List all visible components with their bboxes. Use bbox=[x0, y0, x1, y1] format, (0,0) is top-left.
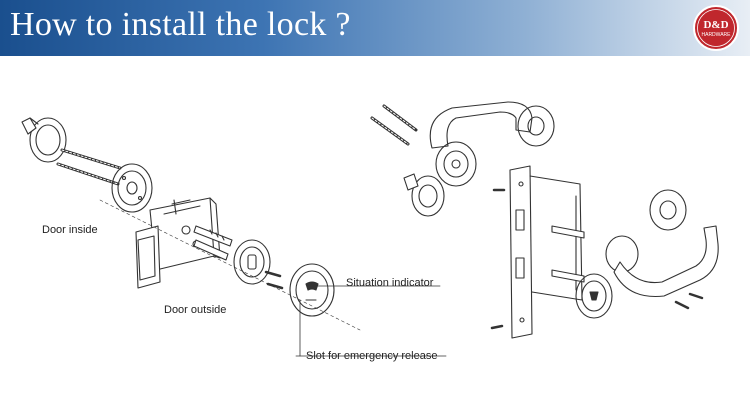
thumbturn-right bbox=[403, 173, 445, 217]
spindle-pins-left bbox=[193, 225, 233, 261]
upper-rose-gear bbox=[435, 141, 477, 187]
assembly-axis-left bbox=[99, 199, 361, 331]
mounting-screws-right bbox=[370, 104, 418, 146]
small-screws-right bbox=[674, 292, 704, 310]
lower-indicator-rose bbox=[575, 273, 613, 319]
mortise-lock-body bbox=[135, 197, 221, 289]
inside-rose-plate bbox=[111, 163, 153, 213]
title-banner: How to install the lock ? bbox=[0, 0, 750, 56]
upper-lever-handle bbox=[429, 101, 555, 149]
label-situation-indicator: Situation indicator bbox=[346, 277, 434, 289]
spindle-pins-right bbox=[551, 225, 585, 283]
brand-logo: D&D HARDWARE bbox=[692, 4, 740, 52]
faceplate-screws bbox=[490, 188, 506, 330]
callout-lines bbox=[295, 285, 447, 357]
logo-wordmark: D&D bbox=[703, 19, 728, 31]
indicator-rose bbox=[289, 263, 335, 317]
page-title: How to install the lock ? bbox=[10, 6, 351, 43]
installation-diagram bbox=[21, 101, 719, 357]
mounting-screws-left bbox=[56, 148, 122, 186]
inside-thumbturn-rose bbox=[21, 117, 67, 163]
logo-subtitle: HARDWARE bbox=[702, 32, 732, 38]
outside-rose-plate bbox=[233, 239, 271, 285]
lower-lever-handle bbox=[605, 189, 719, 298]
label-door-inside: Door inside bbox=[42, 224, 98, 236]
label-door-outside: Door outside bbox=[164, 304, 227, 316]
small-screws-left bbox=[264, 270, 284, 290]
mortise-lock-right bbox=[509, 165, 583, 339]
label-emergency-slot: Slot for emergency release bbox=[306, 350, 438, 362]
